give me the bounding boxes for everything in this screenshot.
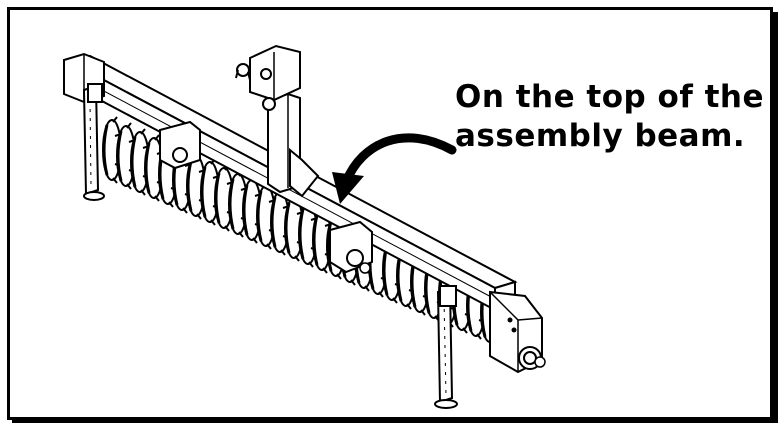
right-support-leg <box>434 285 458 409</box>
center-mast <box>235 44 320 198</box>
callout-arrow <box>332 133 457 204</box>
right-end-housing <box>489 290 546 374</box>
left-support-leg <box>82 83 105 201</box>
figure-frame <box>7 7 773 420</box>
callout-text: On the top of the assembly beam. <box>455 78 765 156</box>
callout-line-2: assembly beam. <box>455 118 746 154</box>
right-clamp <box>329 220 373 274</box>
left-clamp <box>159 120 201 170</box>
callout-line-1: On the top of the <box>455 79 765 115</box>
